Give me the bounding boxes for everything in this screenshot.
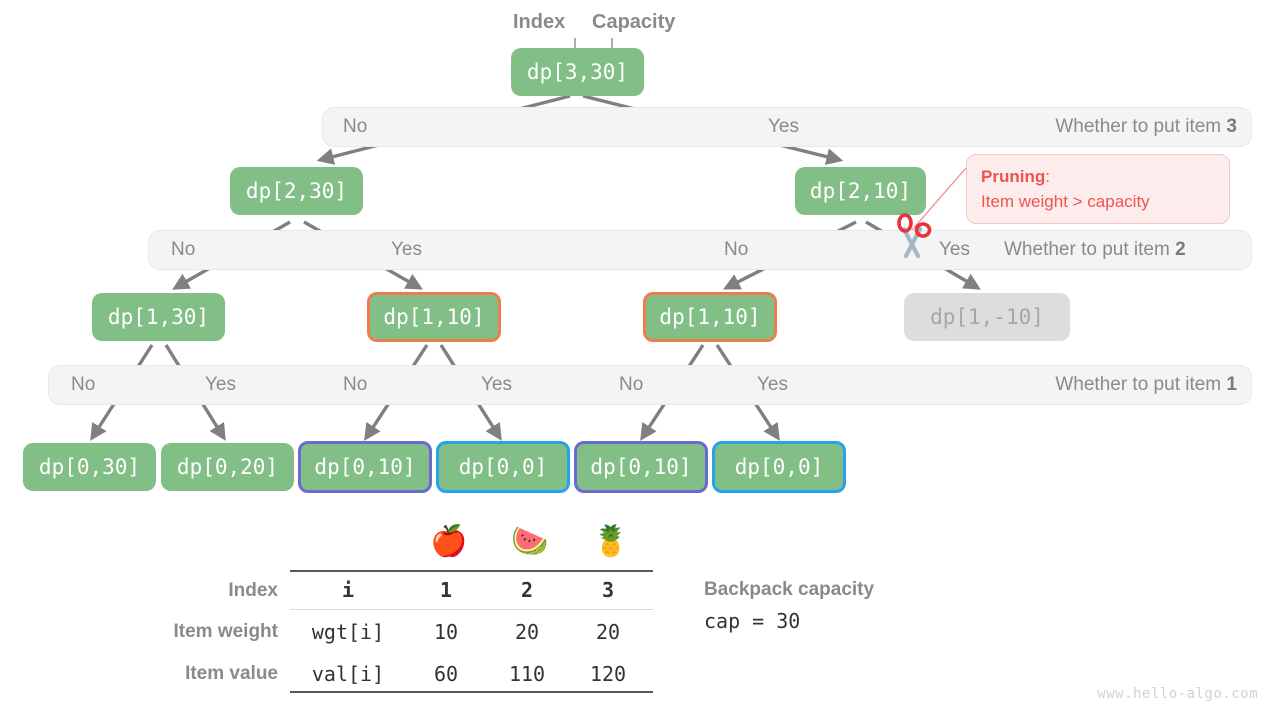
level-question-3-item: 3: [1226, 116, 1237, 137]
cell-index-2: 2: [520, 578, 534, 602]
watermelon-icon: 🍉: [511, 525, 549, 558]
leaf-dp-0-30[interactable]: dp[0,30]: [23, 443, 156, 491]
table-header-rule: [290, 609, 653, 610]
cell-index-3: 3: [601, 578, 615, 602]
scissors-icon: [897, 213, 932, 259]
row-label-item-weight: Item weight: [173, 621, 278, 642]
node-dp-3-30[interactable]: dp[3,30]: [511, 48, 644, 96]
node-dp-1-30[interactable]: dp[1,30]: [92, 293, 225, 341]
branch-label-no-l2-left: No: [171, 239, 196, 260]
cell-key-i: i: [341, 578, 355, 602]
node-dp-1-10-right[interactable]: dp[1,10]: [643, 292, 777, 342]
level-question-1-text: Whether to put item: [1055, 374, 1227, 395]
table-top-rule: [290, 570, 653, 572]
branch-label-yes-l3: Yes: [768, 116, 799, 137]
row-label-item-value: Item value: [185, 663, 278, 684]
pruning-callout-title-row: Pruning:: [981, 164, 1215, 189]
level-bar-item-1: No Yes No Yes No Yes Whether to put item…: [48, 365, 1252, 405]
table-bottom-rule: [290, 691, 653, 693]
cell-weight-2: 20: [514, 620, 540, 644]
branch-label-yes-l2-left: Yes: [391, 239, 422, 260]
node-dp-1-10-left[interactable]: dp[1,10]: [367, 292, 501, 342]
level-question-1-item: 1: [1226, 374, 1237, 395]
pineapple-icon: 🍍: [592, 525, 630, 558]
cell-weight-1: 10: [433, 620, 459, 644]
node-dp-1-neg10[interactable]: dp[1,-10]: [904, 293, 1070, 341]
cell-key-wgt: wgt[i]: [311, 620, 385, 644]
level-question-3: Whether to put item 3: [1055, 116, 1237, 138]
cell-value-3: 120: [589, 662, 627, 686]
level-bar-item-2: No Yes No Yes Whether to put item 2: [148, 230, 1252, 270]
branch-label-no-l3: No: [343, 116, 368, 137]
cell-value-2: 110: [508, 662, 546, 686]
leaf-dp-0-20[interactable]: dp[0,20]: [161, 443, 294, 491]
branch-label-6: Yes: [757, 374, 788, 395]
capacity-note-value: cap = 30: [704, 609, 801, 633]
label-index: Index: [513, 11, 566, 33]
cell-value-1: 60: [433, 662, 459, 686]
node-dp-2-10[interactable]: dp[2,10]: [795, 167, 926, 215]
level-question-2: Whether to put item 2: [1004, 239, 1186, 261]
branch-label-no-l2-right: No: [724, 239, 749, 260]
label-capacity: Capacity: [592, 11, 676, 33]
level-question-2-text: Whether to put item: [1004, 239, 1176, 260]
leaf-dp-0-0-second[interactable]: dp[0,0]: [712, 441, 846, 493]
cell-weight-3: 20: [595, 620, 621, 644]
watermark: www.hello-algo.com: [1097, 686, 1258, 702]
pruning-callout-text: Item weight > capacity: [981, 192, 1150, 211]
branch-label-yes-l2-right: Yes: [939, 239, 970, 260]
branch-label-3: No: [343, 374, 368, 395]
cell-index-1: 1: [439, 578, 453, 602]
branch-label-2: Yes: [205, 374, 236, 395]
leaf-dp-0-0-first[interactable]: dp[0,0]: [436, 441, 570, 493]
node-dp-2-30[interactable]: dp[2,30]: [230, 167, 363, 215]
apple-icon: 🍎: [430, 525, 468, 558]
cell-key-val: val[i]: [311, 662, 385, 686]
leaf-dp-0-10-second[interactable]: dp[0,10]: [574, 441, 708, 493]
level-question-1: Whether to put item 1: [1055, 374, 1237, 396]
level-question-2-item: 2: [1175, 239, 1186, 260]
leaf-dp-0-10-first[interactable]: dp[0,10]: [298, 441, 432, 493]
branch-label-1: No: [71, 374, 96, 395]
pruning-callout-title: Pruning: [981, 167, 1046, 186]
level-question-3-text: Whether to put item: [1055, 116, 1227, 137]
branch-label-5: No: [619, 374, 644, 395]
capacity-note-title: Backpack capacity: [704, 579, 875, 600]
row-label-index: Index: [228, 580, 278, 601]
branch-label-4: Yes: [481, 374, 512, 395]
pruning-callout: Pruning: Item weight > capacity: [966, 154, 1230, 224]
level-bar-item-3: No Yes Whether to put item 3: [322, 107, 1252, 147]
capacity-note: Backpack capacity cap = 30: [704, 579, 874, 633]
pruning-callout-colon: :: [1045, 167, 1050, 186]
